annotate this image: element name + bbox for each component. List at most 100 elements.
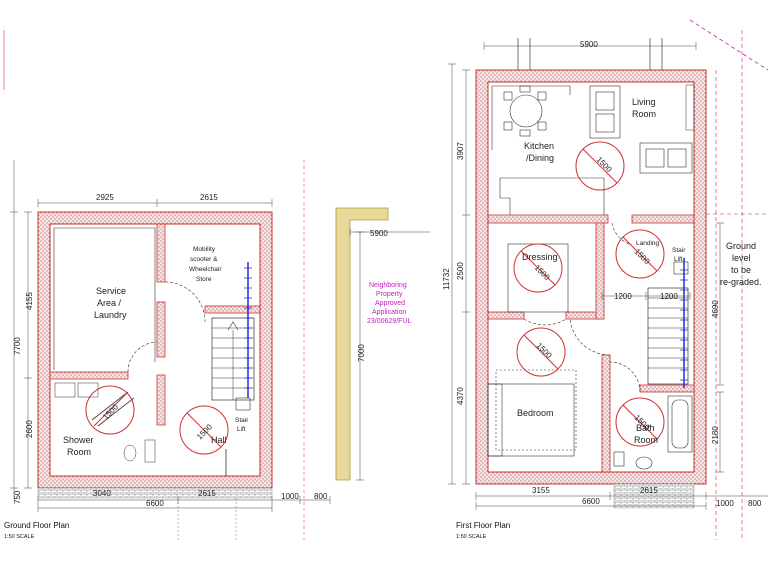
dim-first-left-lower: 4370	[456, 387, 465, 405]
label-stairlift-2: Lift	[237, 426, 246, 433]
dim-ground-left-lower: 2600	[25, 420, 34, 438]
first-plan-scale: 1:50 SCALE	[456, 534, 487, 540]
dim-ground-bottom-right: 2615	[198, 489, 216, 498]
dim-first-left-mid: 2500	[456, 262, 465, 280]
bed	[487, 369, 577, 457]
label-service-1: Service	[96, 286, 126, 296]
stair-lift-chair	[235, 397, 251, 411]
ground-wall-service	[156, 223, 166, 283]
ground-wall-store	[204, 305, 261, 314]
dim-first-mid-a: 1200	[614, 292, 632, 301]
label-landing: Landing	[636, 240, 660, 247]
label-mobility-4: Store	[196, 276, 212, 283]
neighbour-wall	[335, 207, 389, 481]
first-wall-kitchen	[487, 214, 609, 224]
ground-floor-plan: 2925 2615 4155 2600 7700 750 3040 2615 6…	[4, 160, 331, 540]
kitchen-counters	[491, 85, 605, 215]
label-living-2: Room	[632, 109, 656, 119]
label-bath-1: Bath	[636, 423, 655, 433]
dim-first-mid-b: 1200	[660, 292, 678, 301]
ground-wall-shower-side	[156, 374, 166, 426]
living-sofa	[589, 85, 693, 174]
label-hall: Hall	[211, 435, 227, 445]
dim-neighbour-top: 5900	[370, 229, 388, 238]
dim-ground-right-a: 1000	[281, 492, 299, 501]
label-stairlift-1: Stair	[235, 417, 249, 424]
neighbour-note-1: Neighboring	[369, 282, 407, 289]
first-outer-wall	[475, 69, 707, 485]
label-living-1: Living	[632, 97, 656, 107]
label-dressing: Dressing	[522, 252, 558, 262]
label-service-2: Area /	[97, 298, 122, 308]
dim-ground-bottom-left: 3040	[93, 489, 111, 498]
label-kitchen-1: Kitchen	[524, 141, 554, 151]
label-stair-2: Lift	[674, 256, 683, 263]
dim-ground-top-left: 2925	[96, 193, 114, 202]
label-kitchen-2: /Dining	[526, 153, 554, 163]
label-mobility-1: Mobility	[193, 246, 216, 253]
ground-wall-service-low	[156, 301, 166, 358]
dressing-turning-circle	[513, 243, 563, 293]
dim-first-right-mid: 4690	[711, 300, 720, 318]
first-stair	[647, 258, 689, 388]
label-shower-2: Room	[67, 447, 91, 457]
bath-fixtures	[613, 395, 693, 470]
ground-note-2: level	[732, 253, 751, 263]
neighbour-note-3: Approved	[375, 300, 405, 307]
ground-door-swing-2	[127, 341, 158, 373]
ground-wall-shower-top	[49, 371, 129, 380]
dim-ground-right-b: 800	[314, 492, 328, 501]
dim-ground-bottom-total: 6600	[146, 499, 164, 508]
dim-first-right-a: 1000	[716, 499, 734, 508]
label-shower-1: Shower	[63, 435, 94, 445]
label-mobility-2: scooter &	[190, 256, 218, 263]
dim-first-bottom-total: 6600	[582, 497, 600, 506]
ground-note-3: to be	[731, 265, 751, 275]
ground-plan-title: Ground Floor Plan	[4, 521, 69, 530]
shower-room-fixtures	[54, 382, 156, 463]
dim-neighbour-side: 7000	[357, 344, 366, 362]
service-worktop	[53, 227, 156, 370]
neighbour-property: 5900 7000 Neighboring Property Approved …	[335, 207, 430, 481]
bedroom-turning-circle	[516, 327, 566, 377]
ground-plan-scale: 1:50 SCALE	[4, 534, 35, 540]
dim-first-left-total: 11732	[442, 268, 451, 290]
label-turn-shower: 1500	[101, 402, 120, 421]
dining-table	[503, 85, 547, 137]
first-wall-living	[631, 214, 695, 224]
kitchen-turning-circle	[575, 141, 625, 191]
bath-turning-circle	[615, 397, 665, 447]
dim-ground-left-bottom: 750	[13, 490, 22, 504]
dim-first-top: 5900	[580, 40, 598, 49]
hall-turning-circle	[179, 405, 229, 455]
label-bath-2: Room	[634, 435, 658, 445]
first-plan-title: First Floor Plan	[456, 521, 510, 530]
dim-first-bottom-left: 3155	[532, 486, 550, 495]
ground-note-4: re-graded.	[720, 277, 762, 287]
landing-turning-circle	[615, 229, 665, 279]
neighbour-note-5: 23/00629/FUL	[367, 318, 411, 325]
label-turn-bedroom: 1500	[535, 341, 554, 360]
first-wall-dressing-side	[595, 222, 605, 320]
label-stair-1: Stair	[672, 247, 686, 254]
ground-door-swing	[164, 281, 206, 323]
dim-ground-left-total: 7700	[13, 337, 22, 355]
label-bedroom: Bedroom	[517, 408, 554, 418]
dim-first-right-b: 800	[748, 499, 762, 508]
dim-ground-top-right: 2615	[200, 193, 218, 202]
dim-ground-left-upper: 4155	[25, 292, 34, 310]
shower-turning-circle	[85, 385, 135, 435]
neighbour-note-4: Application	[372, 309, 406, 316]
first-wall-bedroom-side	[601, 354, 611, 473]
neighbour-note-2: Property	[376, 291, 403, 298]
label-mobility-3: Wheelchair	[189, 266, 222, 273]
first-wall-bath	[639, 384, 695, 393]
label-service-3: Laundry	[94, 310, 127, 320]
ground-paving	[37, 487, 273, 499]
first-floor-plan: 5900 3907 2500 4370 11732 1200 1200 4690…	[442, 19, 768, 540]
ground-note-1: Ground	[726, 241, 756, 251]
dim-first-right-lower: 2180	[711, 426, 720, 444]
dim-first-bottom-right: 2615	[640, 486, 658, 495]
dim-first-left-upper: 3907	[456, 142, 465, 160]
